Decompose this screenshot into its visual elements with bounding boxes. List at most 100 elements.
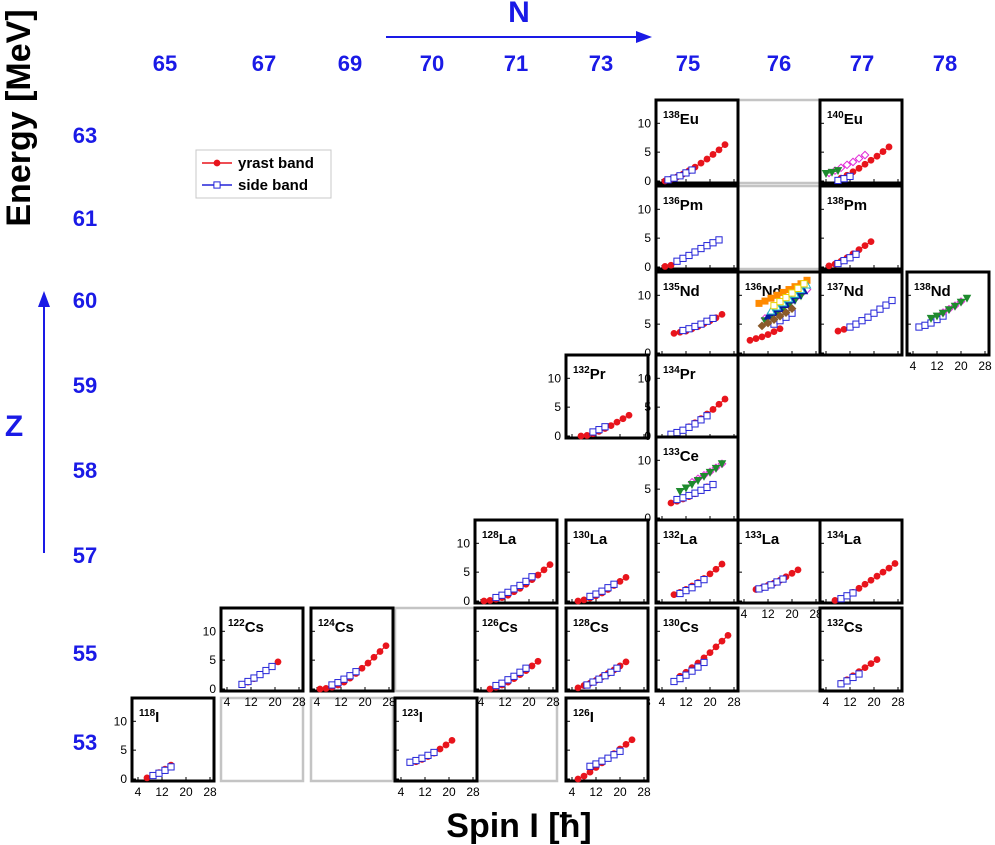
legend-box bbox=[195, 149, 332, 199]
element-symbol: La bbox=[762, 531, 780, 548]
data-point bbox=[709, 151, 717, 158]
data-point bbox=[580, 596, 588, 604]
data-point bbox=[661, 263, 669, 270]
series-side-band bbox=[586, 747, 624, 770]
mass-number: 133 bbox=[663, 447, 680, 458]
data-point bbox=[492, 681, 500, 690]
data-point bbox=[867, 660, 875, 668]
data-point bbox=[592, 590, 600, 598]
data-point bbox=[950, 302, 960, 311]
mass-number: 134 bbox=[827, 530, 844, 541]
mass-number: 132 bbox=[573, 365, 590, 376]
data-point bbox=[682, 169, 690, 177]
data-point bbox=[782, 294, 790, 302]
data-point bbox=[867, 156, 875, 164]
data-point bbox=[673, 495, 681, 504]
data-point bbox=[767, 294, 775, 302]
data-point bbox=[846, 323, 854, 331]
data-point bbox=[770, 302, 778, 310]
data-point bbox=[616, 577, 624, 585]
element-symbol: Cs bbox=[590, 619, 609, 636]
series-side-band bbox=[834, 250, 860, 268]
data-point bbox=[522, 664, 530, 672]
panel-frame bbox=[654, 518, 740, 605]
x-tick-label: 12 bbox=[930, 359, 944, 373]
data-point bbox=[860, 150, 870, 160]
nucleus-label: 122Cs bbox=[228, 618, 264, 636]
x-tick-label: 4 bbox=[135, 785, 142, 799]
element-symbol: Cs bbox=[844, 619, 863, 636]
z-row-label: 63 bbox=[73, 123, 97, 148]
nucleus-label: 134La bbox=[827, 530, 862, 548]
nucleus-label: 137Nd bbox=[827, 282, 864, 300]
x-tick-label: 4 bbox=[569, 785, 576, 799]
data-point bbox=[827, 168, 837, 177]
data-point bbox=[766, 306, 776, 315]
nucleus-label: 118I bbox=[139, 708, 159, 726]
data-point bbox=[685, 325, 693, 333]
data-point bbox=[699, 472, 709, 481]
data-point bbox=[757, 321, 767, 331]
data-point bbox=[510, 585, 518, 593]
mass-number: 133 bbox=[745, 530, 762, 541]
data-point bbox=[855, 670, 863, 678]
data-point bbox=[800, 280, 808, 288]
nucleus-label: 133Ce bbox=[663, 447, 699, 465]
data-point bbox=[546, 561, 554, 569]
data-point bbox=[833, 167, 843, 176]
data-point bbox=[691, 420, 699, 428]
nucleus-label: 138Eu bbox=[663, 110, 699, 128]
panel-140Eu: 140Eu bbox=[818, 98, 904, 185]
data-point bbox=[921, 321, 929, 329]
element-symbol: Cs bbox=[499, 619, 518, 636]
data-point bbox=[681, 484, 691, 493]
data-point bbox=[773, 291, 781, 299]
series-side-band bbox=[755, 575, 787, 593]
nucleus-label: 128Cs bbox=[573, 618, 609, 636]
data-point bbox=[268, 662, 276, 671]
data-point bbox=[840, 325, 848, 333]
series-side-band bbox=[664, 166, 696, 184]
nucleus-label: 130La bbox=[573, 530, 608, 548]
data-point bbox=[885, 564, 893, 572]
data-point bbox=[358, 664, 366, 672]
data-point bbox=[709, 480, 717, 489]
data-point bbox=[679, 326, 687, 335]
empty-cell-frame bbox=[309, 696, 395, 783]
x-tick-label: 4 bbox=[398, 785, 405, 799]
mass-number: 134 bbox=[663, 365, 680, 376]
series-side-band bbox=[670, 658, 708, 686]
y-tick-label: 10 bbox=[638, 371, 652, 385]
data-point bbox=[846, 172, 854, 180]
x-tick-label: 28 bbox=[727, 695, 741, 709]
data-point bbox=[376, 648, 384, 655]
data-point bbox=[697, 159, 705, 167]
nucleus-label: 123I bbox=[402, 708, 423, 726]
data-point bbox=[837, 680, 845, 688]
data-point bbox=[498, 591, 506, 599]
data-point bbox=[763, 318, 773, 328]
z-row-label: 53 bbox=[73, 730, 97, 755]
x-axis-label: Spin I [ħ] bbox=[446, 807, 591, 845]
x-tick-label: 12 bbox=[498, 695, 512, 709]
data-point bbox=[604, 754, 612, 762]
data-point bbox=[888, 296, 896, 305]
data-point bbox=[885, 143, 893, 151]
data-point bbox=[691, 322, 699, 331]
x-tick-label: 28 bbox=[978, 359, 992, 373]
data-point bbox=[250, 674, 258, 682]
x-tick-label: 28 bbox=[891, 695, 905, 709]
series-side-band bbox=[837, 670, 863, 688]
data-point bbox=[852, 320, 860, 328]
panel-132La: 132La bbox=[654, 518, 740, 605]
y-tick-label: 0 bbox=[644, 346, 651, 360]
data-point bbox=[670, 591, 678, 599]
x-tick-label: 20 bbox=[442, 785, 456, 799]
data-point bbox=[834, 259, 842, 268]
y-tick-label: 0 bbox=[554, 429, 561, 443]
data-point bbox=[854, 154, 864, 163]
data-point bbox=[448, 736, 456, 744]
data-point bbox=[406, 758, 414, 766]
data-point bbox=[244, 677, 252, 686]
